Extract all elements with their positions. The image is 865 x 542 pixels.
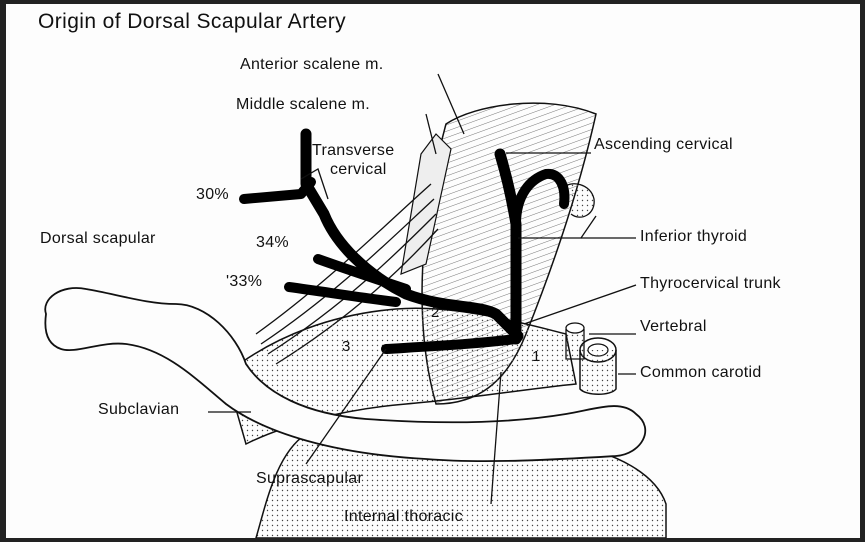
label-common-carotid: Common carotid [640, 364, 762, 382]
segment-1-label: 1 [532, 348, 540, 365]
vertebral-artery [566, 323, 584, 359]
anatomy-illustration [6, 4, 860, 538]
label-thyrocervical-trunk: Thyrocervical trunk [640, 275, 781, 293]
label-subclavian: Subclavian [98, 401, 179, 419]
label-transverse-line1: Transverse [312, 142, 394, 160]
label-transverse-line2: cervical [330, 161, 387, 179]
label-inferior-thyroid: Inferior thyroid [640, 228, 747, 246]
label-middle-scalene: Middle scalene m. [236, 96, 370, 114]
label-percent-34: 34% [256, 234, 289, 252]
figure-title: Origin of Dorsal Scapular Artery [38, 10, 346, 34]
label-ascending-cervical: Ascending cervical [594, 136, 733, 154]
segment-3-label: 3 [342, 338, 350, 355]
label-dorsal-scapular: Dorsal scapular [40, 230, 156, 248]
common-carotid-artery [580, 338, 616, 394]
label-anterior-scalene: Anterior scalene m. [240, 56, 384, 74]
label-percent-30: 30% [196, 186, 229, 204]
label-percent-33: '33% [226, 273, 262, 291]
segment-2-label: 2 [431, 304, 439, 321]
label-suprascapular: Suprascapular [256, 470, 363, 488]
label-internal-thoracic: Internal thoracic [344, 508, 463, 526]
illustration-canvas: Origin of Dorsal Scapular Artery Anterio… [6, 4, 860, 538]
label-vertebral: Vertebral [640, 318, 707, 336]
